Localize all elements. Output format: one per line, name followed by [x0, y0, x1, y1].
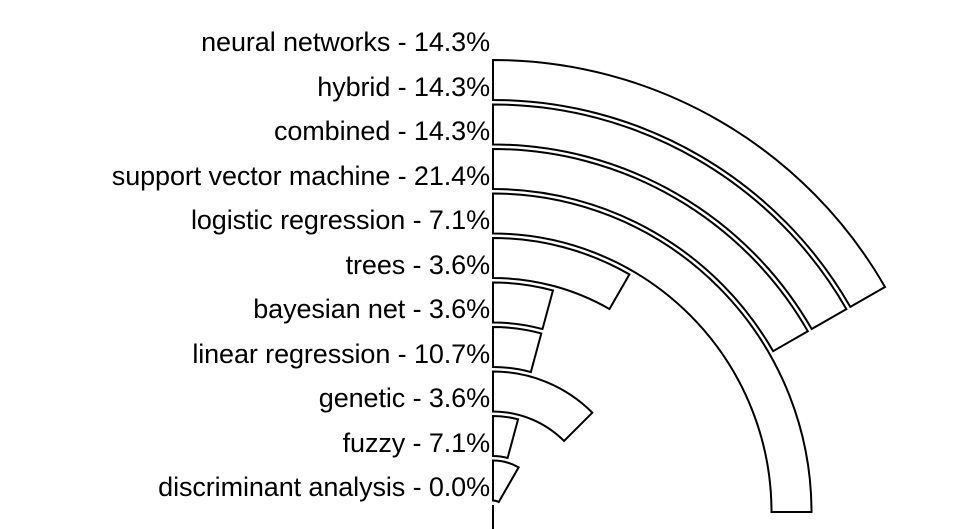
category-label: support vector machine - 21.4%	[111, 160, 490, 191]
arc-band	[492, 370, 594, 443]
arc-band	[492, 236, 631, 311]
arc-band	[492, 192, 813, 513]
category-label: neural networks - 14.3%	[201, 27, 490, 57]
category-label: trees - 3.6%	[345, 249, 490, 280]
arc-band	[492, 281, 555, 331]
arc-band	[492, 58, 887, 309]
arc-band	[492, 325, 543, 374]
category-label: genetic - 3.6%	[318, 383, 490, 413]
arc-band	[492, 103, 848, 331]
arc-band	[492, 459, 521, 504]
arc-band	[492, 414, 520, 460]
arc-band	[492, 147, 810, 353]
category-label: hybrid - 14.3%	[317, 71, 490, 102]
category-label: logistic regression - 7.1%	[190, 205, 490, 235]
category-label: discriminant analysis - 0.0%	[158, 472, 490, 502]
category-label: combined - 14.3%	[273, 116, 490, 146]
category-label: linear regression - 10.7%	[192, 338, 490, 369]
category-label-column: neural networks - 14.3% hybrid - 14.3% com…	[111, 27, 490, 502]
category-label: fuzzy - 7.1%	[342, 427, 490, 458]
category-label: bayesian net - 3.6%	[253, 294, 490, 324]
